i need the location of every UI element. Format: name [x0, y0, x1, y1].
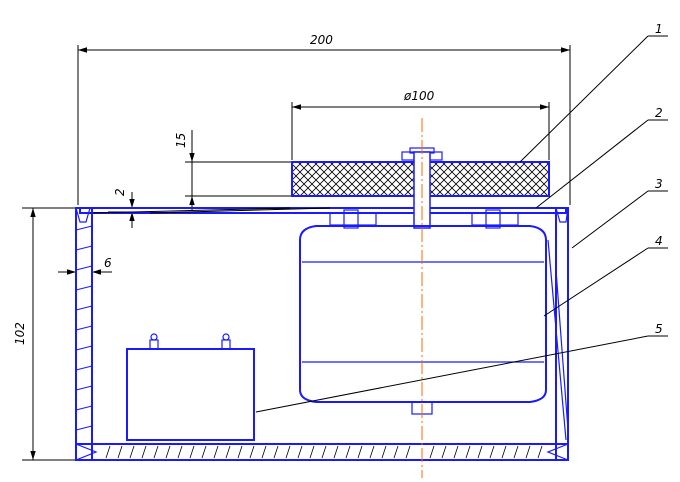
- callout-4-label: 4: [655, 234, 663, 248]
- overall-height-label: 102: [13, 322, 27, 345]
- housing: [75, 207, 569, 461]
- dimension-overall-width: 200: [77, 33, 571, 205]
- dimension-overall-height: 102: [13, 207, 80, 461]
- callout-2-label: 2: [655, 106, 663, 120]
- callout-4: 4: [543, 234, 668, 317]
- top-thickness-label: 2: [113, 188, 127, 196]
- dimension-wall-thickness: 6: [58, 256, 112, 275]
- callout-1: 1: [519, 22, 668, 163]
- tank: [299, 225, 547, 415]
- dimension-disc-height: 15: [174, 130, 292, 210]
- callout-3: 3: [571, 177, 668, 249]
- overall-width-label: 200: [310, 33, 333, 47]
- callouts: 1 2 3 4 5: [255, 22, 668, 413]
- callout-5: 5: [255, 322, 668, 413]
- callout-1-label: 1: [655, 22, 663, 36]
- disc-height-label: 15: [174, 133, 188, 148]
- capacitor-box: [126, 333, 255, 441]
- callout-5-label: 5: [655, 322, 663, 336]
- disc-diameter-label: ø100: [403, 89, 435, 103]
- callout-2: 2: [535, 106, 668, 209]
- wall-thickness-label: 6: [104, 256, 112, 270]
- callout-3-label: 3: [655, 177, 663, 191]
- dimension-disc-diameter: ø100: [291, 89, 550, 160]
